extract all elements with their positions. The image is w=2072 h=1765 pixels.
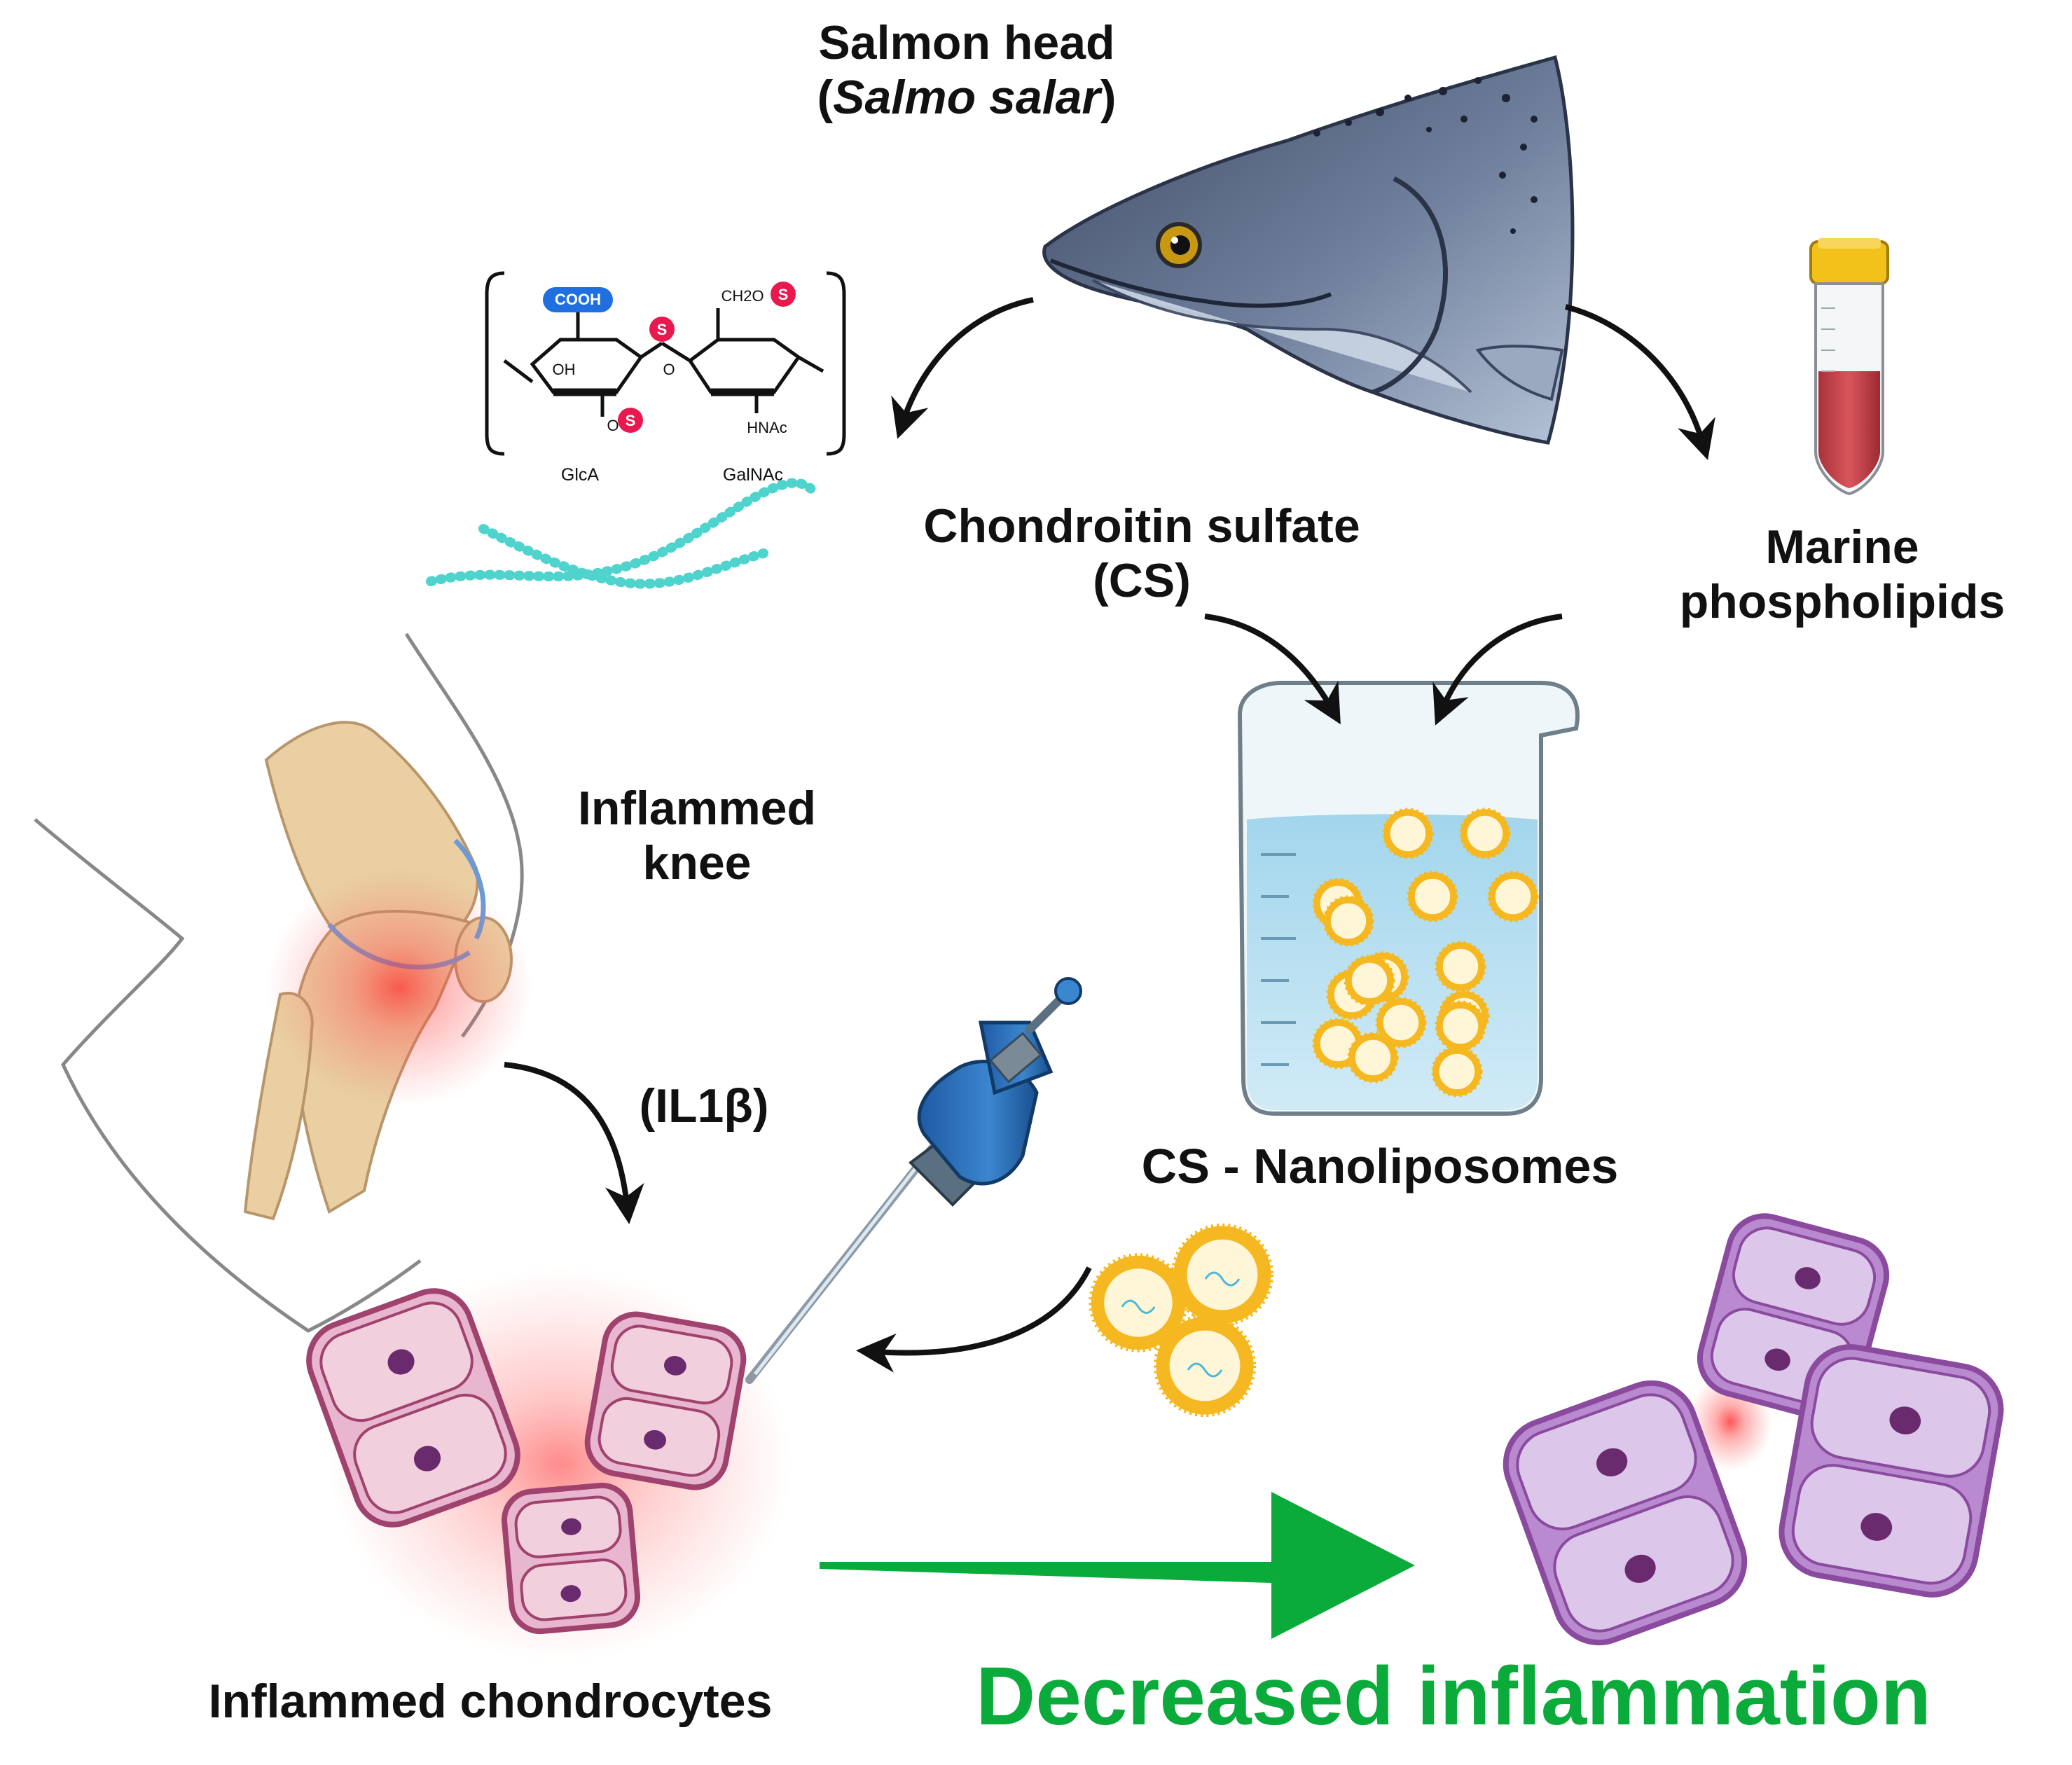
- species-name: Salmo salar: [833, 71, 1100, 125]
- cs-abbrev: (CS): [1093, 554, 1191, 608]
- inflamed-knee-label: Inflammed knee: [518, 781, 876, 890]
- cooh-label: COOH: [555, 291, 601, 308]
- sulfate-s-label: S: [778, 286, 789, 303]
- sulfate-s-label: S: [657, 321, 668, 338]
- marine-line1: Marine: [1765, 520, 1919, 574]
- falcon-tube-icon: [1809, 238, 1889, 496]
- arrow-salmon-to-cs: [891, 297, 1034, 439]
- liposome-icon: [1435, 1000, 1486, 1052]
- marine-phospholipids-label: Marine phospholipids: [1632, 520, 2052, 629]
- knee-joint-icon: [34, 632, 532, 1333]
- chondrocyte-icon: [502, 1482, 640, 1635]
- hnac-label: HNAc: [747, 419, 787, 436]
- arrow-cs-to-beaker: [1204, 614, 1341, 725]
- salmon-head-icon: [1042, 55, 1575, 445]
- liposome-icon: [1322, 895, 1374, 947]
- liposome-icon: [1435, 941, 1486, 992]
- green-arrow: [820, 1492, 1415, 1639]
- liposome-icon: [1487, 871, 1539, 922]
- salmon-head-title: Salmon head: [818, 16, 1115, 69]
- salmon-species-line: (Salmo salar): [764, 70, 1170, 125]
- cs-structure: [485, 271, 846, 456]
- marine-line2: phospholipids: [1679, 575, 2005, 629]
- knee-line1: Inflammed: [577, 782, 817, 835]
- inflamed-chondrocytes: [306, 1268, 792, 1660]
- glca-label: GlcA: [561, 465, 600, 485]
- o-label: O: [663, 361, 675, 378]
- paren-close: ): [1100, 71, 1117, 125]
- liposome-icon: [1459, 808, 1511, 859]
- galnac-label: GalNAc: [723, 465, 783, 485]
- decreased-inflammation-label: Decreased inflammation: [975, 1650, 1932, 1743]
- nanoliposomes-label: CS - Nanoliposomes: [1141, 1139, 1619, 1193]
- cs-title: Chondroitin sulfate: [923, 499, 1360, 553]
- chondroitin-sulfate-label: Chondroitin sulfate (CS): [834, 499, 1450, 608]
- chondrocyte-icon: [584, 1311, 747, 1490]
- liposome-icon: [1375, 997, 1427, 1048]
- o-label: O: [607, 417, 619, 434]
- chondrocyte-icon: [1779, 1344, 2004, 1598]
- free-liposomes: [1089, 1223, 1274, 1418]
- chondrocyte-icon: [306, 1288, 520, 1528]
- salmon-head-label: Salmon head (Salmo salar): [764, 15, 1170, 125]
- knee-line2: knee: [642, 836, 752, 890]
- ch2o-label: CH2O: [721, 287, 764, 305]
- arrow-knee-to-chondrocytes: [504, 1062, 644, 1224]
- liposome-icon: [1344, 955, 1395, 1006]
- flow-arrows: [504, 297, 1715, 1373]
- arrow-salmon-to-phospholipids: [1564, 304, 1715, 460]
- liposome-icon: [1170, 1223, 1274, 1327]
- pipette-icon: [745, 977, 1082, 1384]
- arrow-phospholipids-to-beaker: [1432, 614, 1563, 726]
- liposome-icon: [1153, 1314, 1257, 1418]
- paren-open: (: [817, 71, 834, 125]
- beaker-liposomes: [1312, 808, 1539, 1098]
- liposome-icon: [1347, 1032, 1399, 1084]
- oh-label: OH: [553, 361, 576, 378]
- chondrocyte-icon: [1503, 1380, 1748, 1646]
- inflamed-chondrocytes-label: Inflammed chondrocytes: [208, 1675, 773, 1728]
- liposome-icon: [1382, 808, 1434, 859]
- il1b-label: (IL1β): [639, 1079, 769, 1133]
- healthy-chondrocytes: [1503, 1213, 2004, 1646]
- arrow-liposomes-to-pipette: [856, 1266, 1092, 1373]
- liposome-icon: [1431, 1046, 1483, 1098]
- polymer-chain-icon: [426, 478, 817, 589]
- liposome-icon: [1407, 871, 1458, 922]
- sulfate-s-label: S: [626, 412, 636, 429]
